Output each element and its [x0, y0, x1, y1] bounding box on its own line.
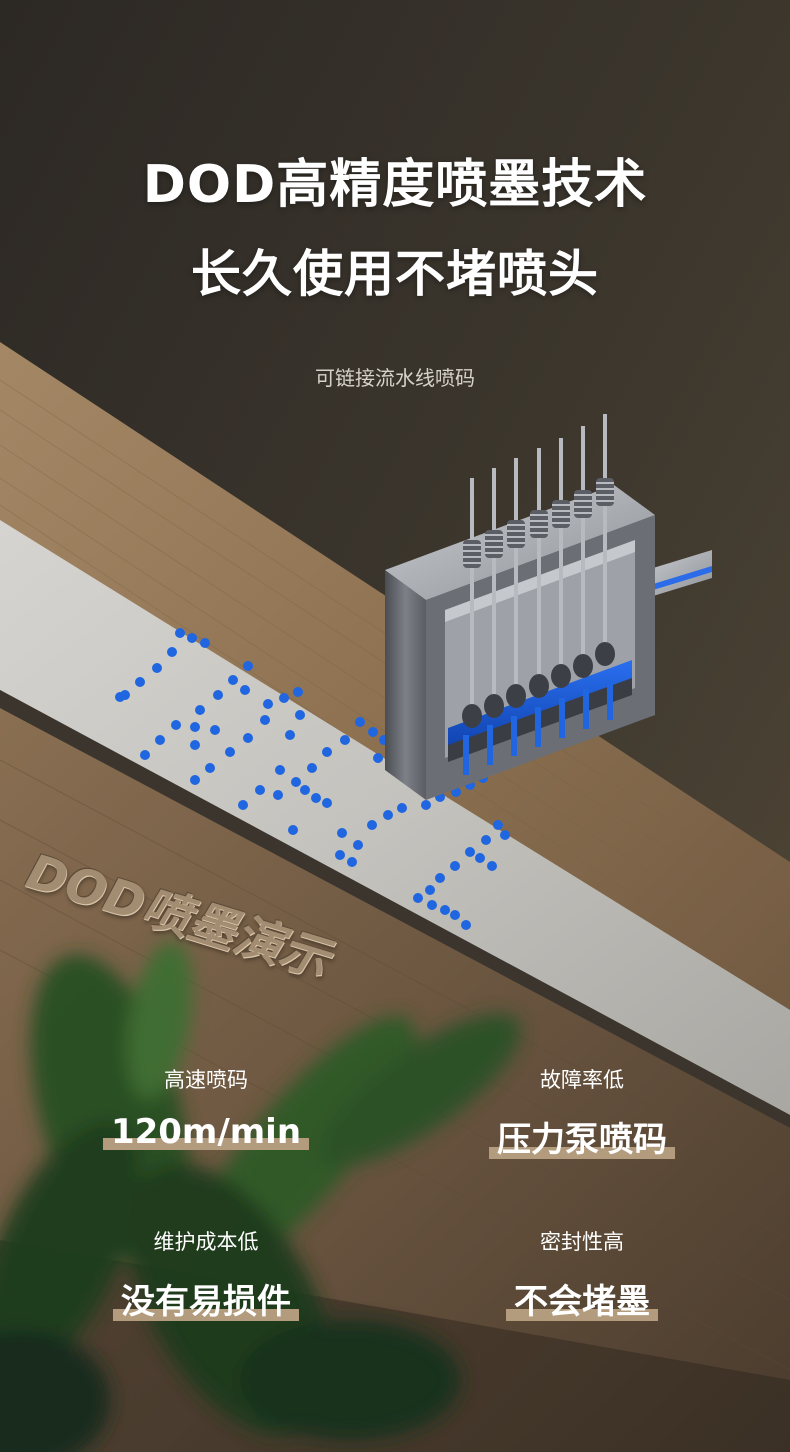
feature-high-speed: 高速喷码 120m/min: [86, 1064, 326, 1152]
feature-value: 没有易损件: [113, 1274, 299, 1323]
feature-label: 高速喷码: [164, 1068, 248, 1092]
main-subtitle-headline: 长久使用不堵喷头: [191, 245, 599, 303]
inkjet-printhead-illustration: [385, 414, 712, 800]
main-title: DOD高精度喷墨技术: [142, 155, 648, 215]
feature-high-sealing: 密封性高 不会堵墨: [462, 1226, 702, 1323]
feature-label: 密封性高: [540, 1230, 624, 1254]
accent-bar: [489, 1147, 675, 1159]
feature-label: 维护成本低: [153, 1230, 259, 1254]
accent-bar: [113, 1309, 299, 1321]
plant-illustration: [0, 941, 521, 1452]
feature-value: 压力泵喷码: [489, 1112, 675, 1161]
subtitle-text: 可链接流水线喷码: [315, 366, 475, 390]
feature-label: 故障率低: [540, 1068, 624, 1092]
feature-low-failure: 故障率低 压力泵喷码: [462, 1064, 702, 1161]
accent-bar: [102, 1138, 310, 1150]
feature-value: 不会堵墨: [506, 1274, 658, 1323]
feature-low-maintenance: 维护成本低 没有易损件: [86, 1226, 326, 1323]
ink-dot-pattern: [115, 628, 510, 930]
feature-value: 120m/min: [102, 1112, 310, 1152]
accent-bar: [506, 1309, 658, 1321]
